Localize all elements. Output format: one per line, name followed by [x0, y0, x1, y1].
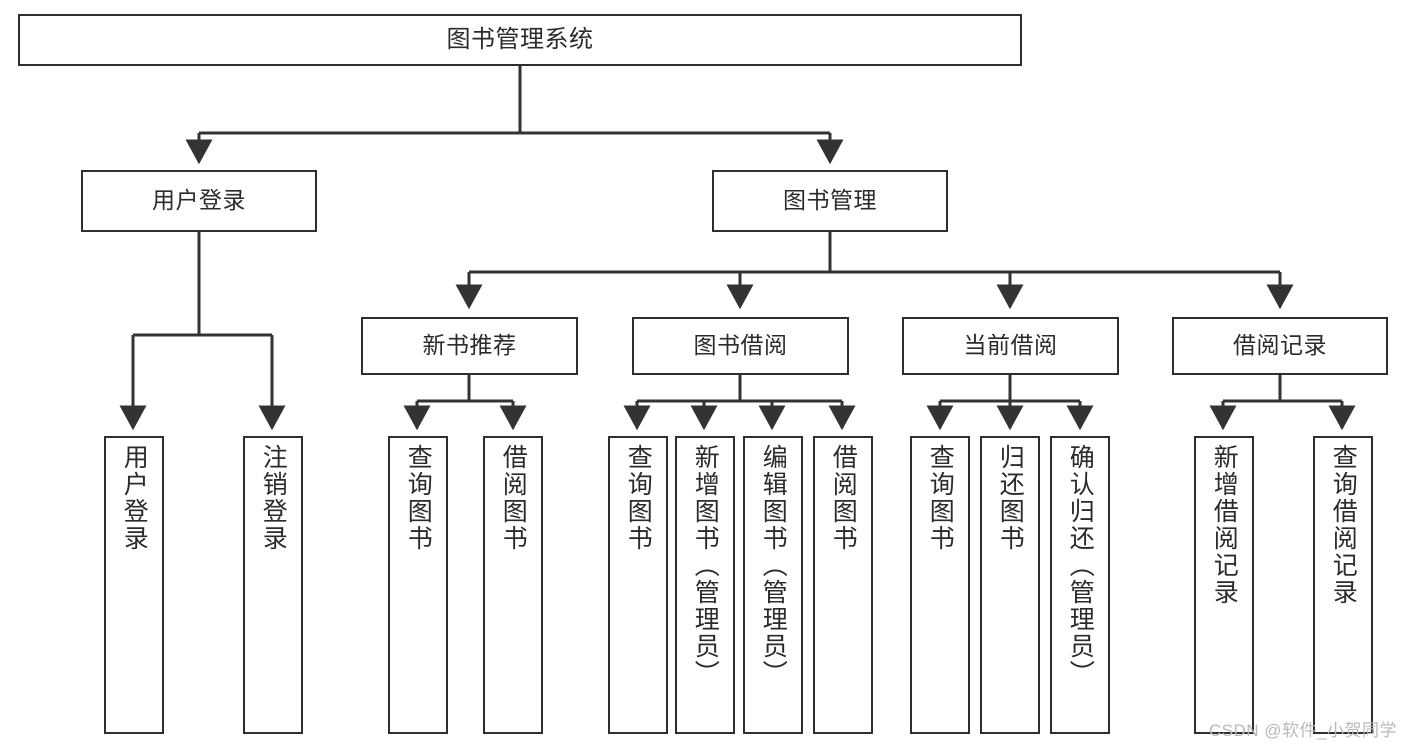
leaf-book-borrow-query[interactable]: 查询图书	[608, 436, 668, 734]
leaf-user-login-logout[interactable]: 注销登录	[243, 436, 303, 734]
node-label: 新增图书（管理员）	[691, 444, 720, 687]
leaf-new-book-query[interactable]: 查询图书	[388, 436, 448, 734]
leaf-current-borrow-return[interactable]: 归还图书	[980, 436, 1040, 734]
leaf-current-borrow-confirm[interactable]: 确认归还（管理员）	[1050, 436, 1110, 734]
node-label: 借阅图书	[499, 444, 528, 552]
leaf-borrow-record-query[interactable]: 查询借阅记录	[1313, 436, 1373, 734]
node-label: 查询图书	[624, 444, 653, 552]
node-label: 借阅图书	[829, 444, 858, 552]
node-new-book-recommend[interactable]: 新书推荐	[361, 317, 578, 375]
leaf-book-borrow-add[interactable]: 新增图书（管理员）	[675, 436, 735, 734]
node-current-borrow[interactable]: 当前借阅	[902, 317, 1119, 375]
leaf-user-login-login[interactable]: 用户登录	[104, 436, 164, 734]
node-label: 用户登录	[120, 444, 149, 552]
node-label: 确认归还（管理员）	[1066, 444, 1095, 687]
node-label: 当前借阅	[963, 332, 1058, 359]
leaf-current-borrow-query[interactable]: 查询图书	[910, 436, 970, 734]
node-label: 归还图书	[996, 444, 1025, 552]
leaf-new-book-borrow[interactable]: 借阅图书	[483, 436, 543, 734]
node-root-system[interactable]: 图书管理系统	[18, 14, 1022, 66]
node-label: 新增借阅记录	[1210, 444, 1239, 606]
node-label: 用户登录	[152, 187, 246, 214]
leaf-book-borrow-edit[interactable]: 编辑图书（管理员）	[743, 436, 803, 734]
node-label: 图书借阅	[693, 332, 788, 359]
node-book-borrow[interactable]: 图书借阅	[632, 317, 849, 375]
leaf-borrow-record-add[interactable]: 新增借阅记录	[1194, 436, 1254, 734]
node-label: 注销登录	[259, 444, 288, 552]
node-label: 查询图书	[926, 444, 955, 552]
node-label: 借阅记录	[1233, 332, 1327, 359]
node-label: 新书推荐	[422, 332, 517, 359]
node-borrow-record[interactable]: 借阅记录	[1172, 317, 1388, 375]
node-user-login[interactable]: 用户登录	[81, 170, 317, 232]
node-label: 图书管理	[783, 187, 877, 214]
node-label: 编辑图书（管理员）	[759, 444, 788, 687]
watermark-text: CSDN @软件_小贺同学	[1208, 721, 1397, 740]
node-label: 查询图书	[404, 444, 433, 552]
node-book-management[interactable]: 图书管理	[712, 170, 948, 232]
leaf-book-borrow-borrow[interactable]: 借阅图书	[813, 436, 873, 734]
node-label: 图书管理系统	[446, 25, 594, 53]
node-label: 查询借阅记录	[1329, 444, 1358, 606]
